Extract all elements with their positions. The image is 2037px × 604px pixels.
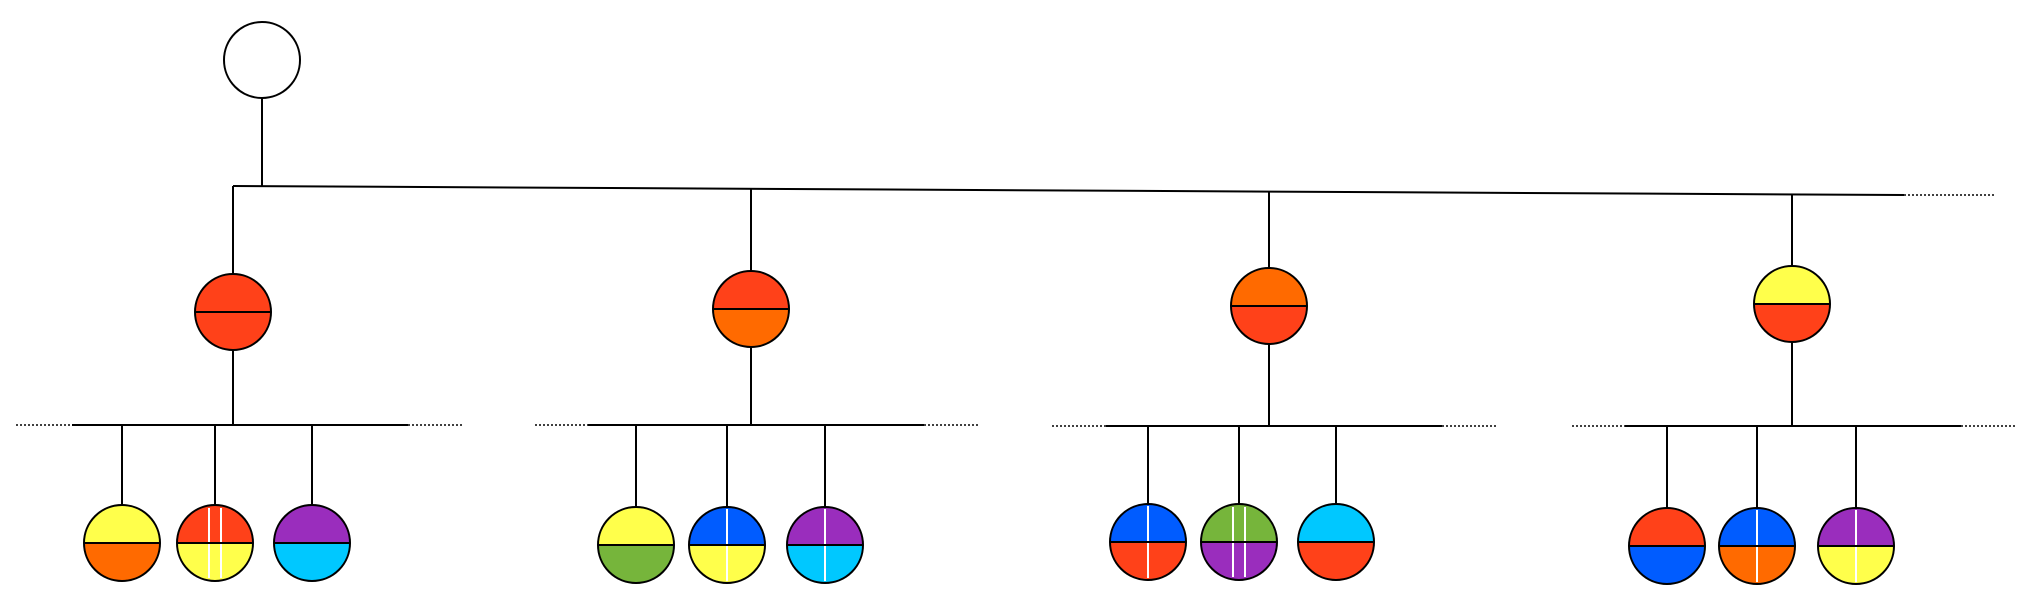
node-bottom-half	[274, 543, 350, 581]
grandchild-node-3-1	[1109, 503, 1187, 581]
node-bottom-half	[713, 309, 789, 347]
node-outline	[1817, 507, 1895, 585]
node-bottom-half	[84, 543, 160, 581]
node-bottom-half	[195, 312, 271, 350]
node-outline	[597, 506, 675, 584]
node-top-half	[177, 505, 253, 543]
node-top-half	[1629, 508, 1705, 546]
node-outline	[1718, 507, 1796, 585]
child-node-1	[194, 273, 272, 351]
node-bottom-half	[1298, 542, 1374, 580]
node-top-half	[274, 505, 350, 543]
root-node	[223, 21, 301, 99]
node-bottom-half	[1201, 542, 1277, 580]
node-top-half	[713, 271, 789, 309]
grandchild-node-2-1	[597, 506, 675, 584]
node-outline	[176, 504, 254, 582]
node-outline	[786, 506, 864, 584]
grandchild-node-1-2	[176, 504, 254, 582]
grandchild-node-1-1	[83, 504, 161, 582]
node-outline	[273, 504, 351, 582]
node-top-half	[195, 274, 271, 312]
node-top-half	[1231, 268, 1307, 306]
node-outline	[1109, 503, 1187, 581]
node-outline	[1200, 503, 1278, 581]
node-top-half	[1754, 266, 1830, 304]
grandchild-node-2-3	[786, 506, 864, 584]
child-node-4	[1753, 265, 1831, 343]
node-bottom-half	[1754, 304, 1830, 342]
grandchild-node-3-3	[1297, 503, 1375, 581]
grandchild-node-2-2	[688, 506, 766, 584]
grandchild-node-3-2	[1200, 503, 1278, 581]
node-outline	[1628, 507, 1706, 585]
node-outline	[1297, 503, 1375, 581]
node-top-half	[598, 507, 674, 545]
child-node-3	[1230, 267, 1308, 345]
node-top-half	[84, 505, 160, 543]
sibling-line	[232, 185, 1905, 196]
node-top-half	[1201, 504, 1277, 542]
node-outline	[688, 506, 766, 584]
grandchild-node-4-2	[1718, 507, 1796, 585]
node-bottom-half	[598, 545, 674, 583]
node-top-half	[1298, 504, 1374, 542]
node-outline	[83, 504, 161, 582]
node-bottom-half	[1231, 306, 1307, 344]
node-bottom-half	[1629, 546, 1705, 584]
grandchild-node-4-3	[1817, 507, 1895, 585]
child-node-2	[712, 270, 790, 348]
grandchild-node-1-3	[273, 504, 351, 582]
grandchild-node-4-1	[1628, 507, 1706, 585]
node-bottom-half	[177, 543, 253, 581]
